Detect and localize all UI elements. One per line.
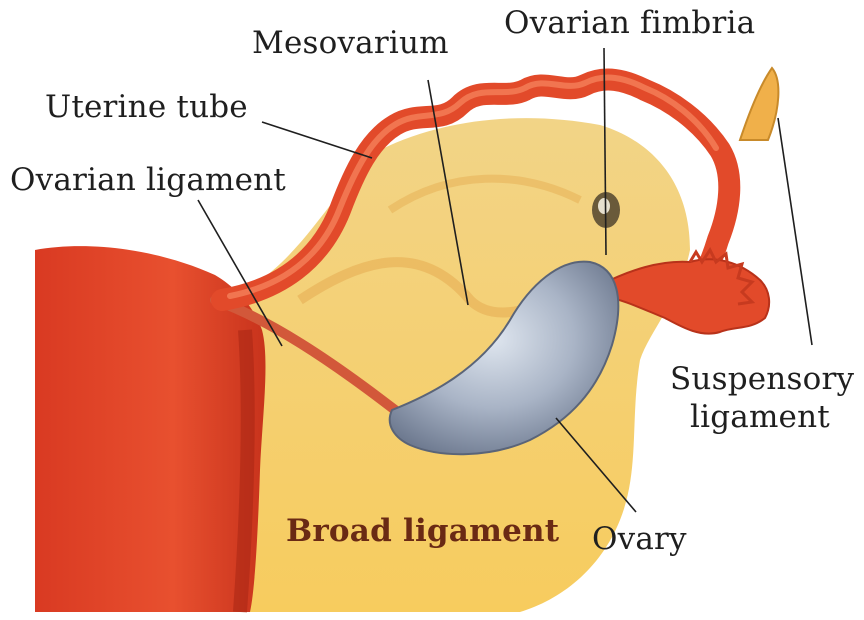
leader-suspensory [778,118,812,345]
label-ovarian-ligament: Ovarian ligament [10,165,286,196]
label-suspensory-ligament-line2: ligament [690,402,830,433]
ovarian-fimbria-highlight [598,198,610,214]
suspensory-ligament-shape [740,68,778,140]
label-ovary: Ovary [592,524,687,555]
label-suspensory-ligament-line1: Suspensory [670,364,854,395]
label-mesovarium: Mesovarium [252,28,449,59]
label-uterine-tube: Uterine tube [45,92,248,123]
uterus-edge-shadow [240,330,248,612]
label-ovarian-fimbria: Ovarian fimbria [504,8,755,39]
label-broad-ligament: Broad ligament [286,516,559,547]
leader-uterine-tube [262,122,372,158]
